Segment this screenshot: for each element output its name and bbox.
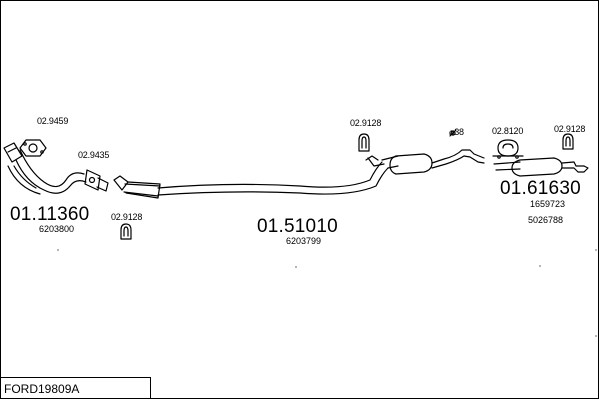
middle-hanger-drawing [358,133,385,167]
dot-mark [539,265,541,267]
oem-number-rear-1: 1659723 [530,199,566,209]
dot-mark [595,249,597,251]
gasket-front-label: 02.9459 [37,116,69,126]
part-number-front: 01.11360 [10,204,90,225]
part-number-middle: 01.51010 [257,216,338,237]
front-gasket-drawing [19,139,47,157]
dot-mark [595,335,597,337]
front-clamp-drawing [84,169,109,192]
hanger-middle-label: 02.9128 [350,118,382,128]
rear-hanger-drawing [562,133,574,150]
clamp-rear-label: 02.8120 [492,126,524,136]
oem-number-middle: 6203799 [286,236,322,246]
dot-mark [295,266,297,268]
clamp-front-label: 02.9435 [78,150,110,160]
diameter-symbol-drawing [449,129,457,137]
reference-code: FORD19809A [0,377,151,399]
front-downpipe-drawing [3,142,87,195]
middle-pipe-drawing [113,155,399,199]
oem-number-rear-2: 5026788 [528,215,564,225]
rear-clamp-drawing [492,139,524,159]
middle-silencer-drawing [389,149,485,175]
pipe-diameter-label: ⌀38 [449,127,464,137]
oem-number-front: 6203800 [39,224,75,234]
hanger-front-label: 02.9128 [111,212,143,222]
hanger-rear-label: 02.9128 [554,124,586,134]
rear-silencer-drawing [493,157,589,177]
dot-mark [57,249,59,251]
part-number-rear: 01.61630 [500,178,581,199]
front-hanger-drawing [120,223,132,240]
